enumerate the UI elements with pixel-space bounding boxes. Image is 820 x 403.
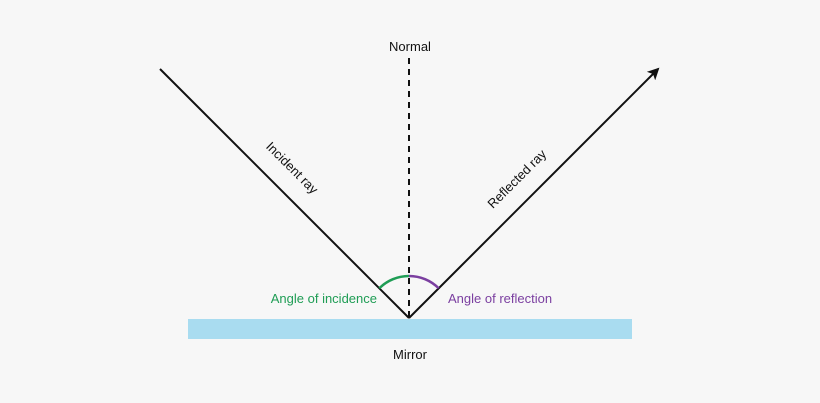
incident-ray-label: Incident ray (263, 139, 321, 197)
normal-label: Normal (389, 39, 431, 54)
reflection-angle-label: Angle of reflection (448, 291, 552, 306)
reflection-angle-arc (408, 274, 440, 290)
reflected-ray (408, 67, 660, 319)
mirror-label: Mirror (393, 347, 428, 362)
reflected-ray-label: Reflected ray (484, 146, 549, 211)
incidence-angle-label: Angle of incidence (271, 291, 377, 306)
incidence-angle-arc (378, 274, 410, 290)
incident-ray (159, 68, 410, 319)
mirror-surface (188, 319, 632, 339)
